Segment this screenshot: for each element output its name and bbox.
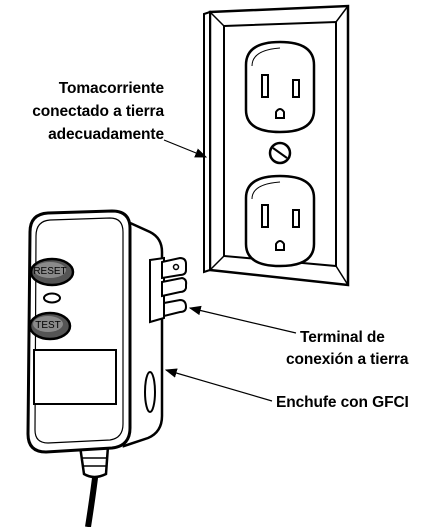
label-panel (33, 349, 117, 405)
lower-receptacle (244, 174, 316, 268)
neutral-slot (261, 74, 269, 98)
ground-pin (163, 298, 188, 318)
outlet-plate-edge (203, 10, 211, 274)
outlet-label-line-3: adecuadamente (48, 126, 164, 143)
hot-slot (292, 79, 300, 98)
neutral-slot (261, 204, 269, 228)
reset-button[interactable]: RESET (29, 257, 75, 287)
gfci-plug-label: Enchufe con GFCI (276, 394, 409, 411)
test-button-label: TEST (35, 320, 61, 331)
leader-arrows (163, 139, 297, 402)
wall-outlet (203, 4, 350, 287)
gfci-plug: RESET TEST (26, 209, 188, 527)
reset-button-label: RESET (33, 266, 66, 277)
indicator-light (43, 292, 61, 304)
ground-hole (275, 108, 285, 119)
side-oval (144, 371, 156, 413)
center-screw (268, 141, 292, 165)
plug-prongs (161, 256, 188, 318)
ground-terminal-housing (149, 256, 165, 324)
hot-slot (292, 209, 300, 228)
ground-terminal-label-line-2: conexión a tierra (286, 351, 409, 368)
gfci-plug-arrow (164, 368, 273, 402)
outlet-label: Tomacorriente conectado a tierra adecuad… (32, 80, 164, 143)
power-cord (85, 469, 99, 527)
ground-terminal-label: Terminal de conexión a tierra (286, 329, 409, 368)
ground-terminal-arrow (188, 305, 297, 334)
outlet-label-line-1: Tomacorriente (59, 80, 165, 97)
upper-receptacle (244, 40, 316, 134)
outlet-arrow (163, 139, 208, 158)
strain-relief (78, 444, 110, 479)
ground-terminal-label-line-1: Terminal de (300, 329, 385, 346)
ground-hole (275, 240, 285, 251)
outlet-label-line-2: conectado a tierra (32, 103, 164, 120)
test-button[interactable]: TEST (28, 311, 72, 341)
